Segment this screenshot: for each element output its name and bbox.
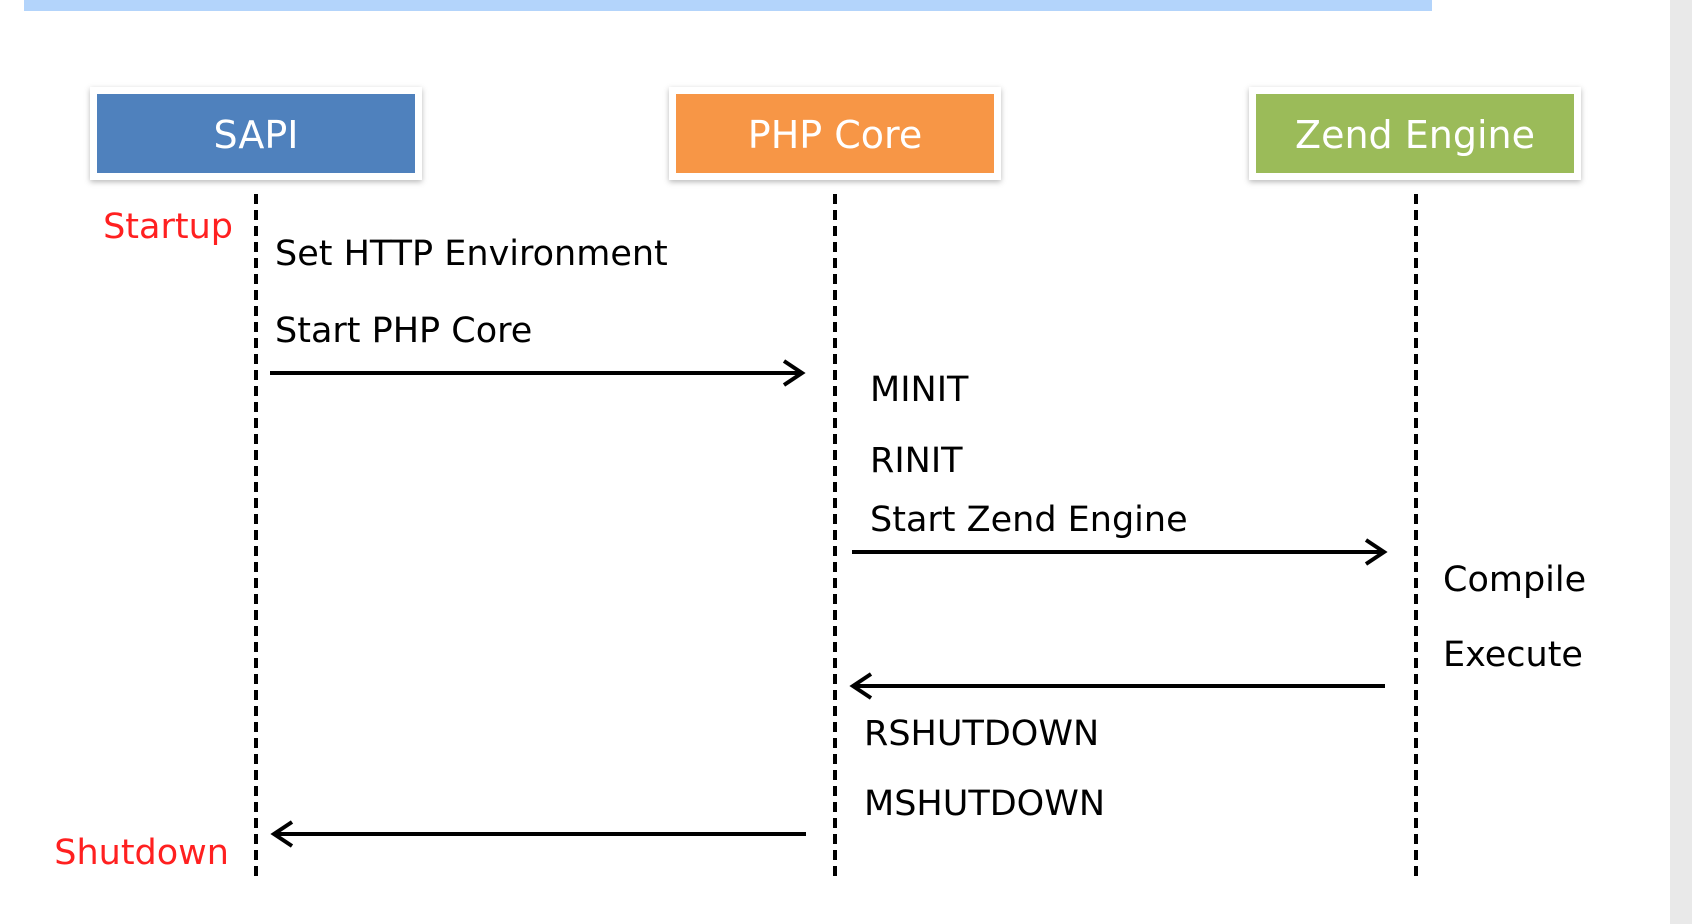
step-set-http-environment: Set HTTP Environment — [275, 234, 668, 274]
participant-php-core: PHP Core — [669, 87, 1001, 180]
participant-sapi-box — [97, 94, 415, 173]
participant-sapi: SAPI — [90, 87, 422, 180]
scrollbar-track[interactable] — [1670, 0, 1692, 924]
step-minit: MINIT — [870, 370, 969, 410]
step-rinit: RINIT — [870, 441, 963, 481]
selection-highlight-bar — [24, 0, 1432, 11]
arrow-php-core-to-sapi — [270, 820, 806, 848]
participant-sapi-label: SAPI — [214, 113, 299, 157]
step-start-zend-engine: Start Zend Engine — [870, 500, 1188, 540]
participant-zend-engine-label: Zend Engine — [1295, 113, 1535, 157]
arrow-php-core-to-zend-engine — [852, 538, 1388, 566]
step-mshutdown: MSHUTDOWN — [864, 784, 1105, 824]
participant-zend-engine: Zend Engine — [1249, 87, 1581, 180]
phase-shutdown-label: Shutdown — [54, 833, 229, 873]
step-compile: Compile — [1443, 560, 1586, 600]
participant-php-core-label: PHP Core — [748, 113, 922, 157]
step-start-php-core: Start PHP Core — [275, 311, 532, 351]
arrow-sapi-to-php-core — [270, 359, 806, 387]
phase-startup-label: Startup — [103, 207, 233, 247]
arrow-zend-engine-to-php-core — [849, 672, 1385, 700]
step-rshutdown: RSHUTDOWN — [864, 714, 1099, 754]
step-execute: Execute — [1443, 635, 1583, 675]
participant-php-core-box — [676, 94, 994, 173]
participant-zend-engine-box — [1256, 94, 1574, 173]
